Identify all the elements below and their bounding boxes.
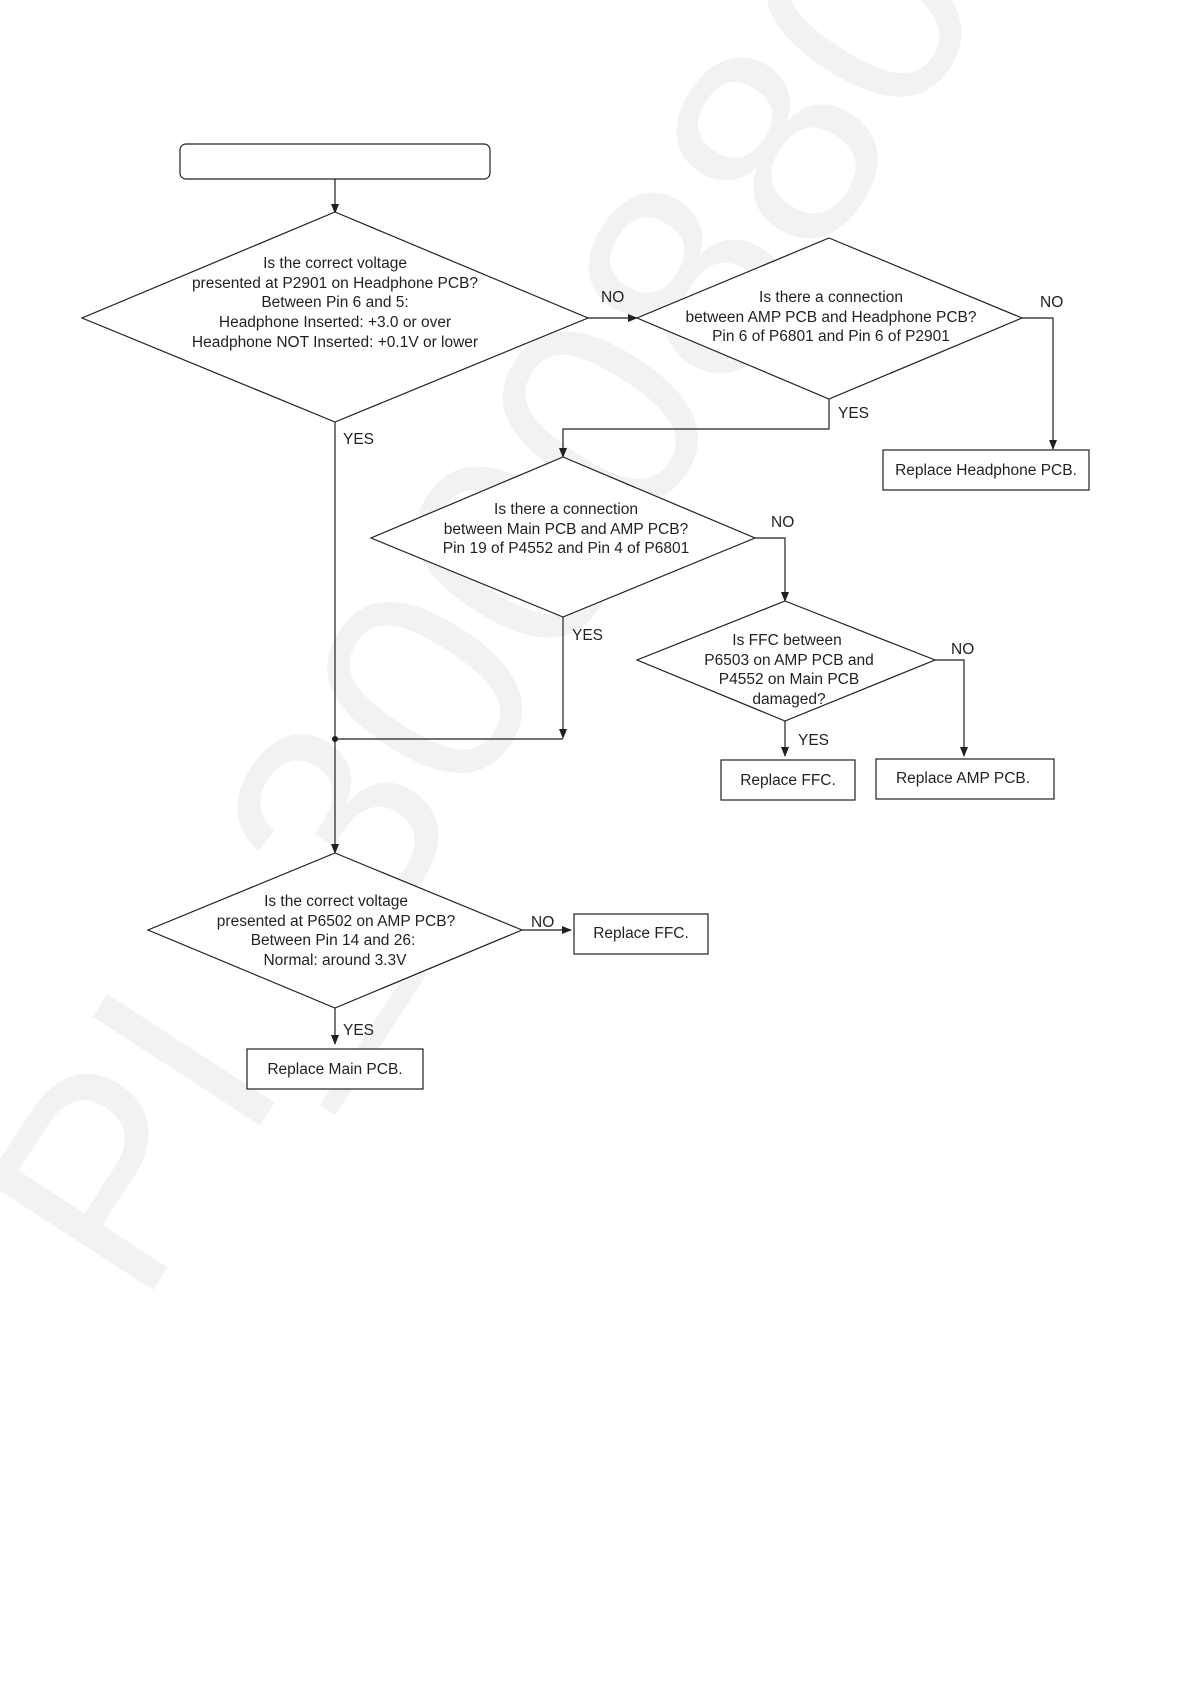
d1-line-2: presented at P2901 on Headphone PCB? — [192, 275, 478, 292]
d4-yes-label: YES — [798, 732, 829, 749]
box-replace-main-pcb: Replace Main PCB. — [246, 1048, 424, 1090]
box-replace-ffc-2: Replace FFC. — [573, 913, 709, 955]
watermark: PI_30008804 — [0, 0, 1132, 1344]
d3-line-3: Pin 19 of P4552 and Pin 4 of P6801 — [443, 540, 689, 557]
d2-no-label: NO — [1040, 294, 1063, 311]
d5-line-3: Between Pin 14 and 26: — [251, 932, 416, 949]
d1-line-3: Between Pin 6 and 5: — [261, 294, 408, 311]
d3-line-1: Is there a connection — [494, 501, 638, 518]
d1-line-1: Is the correct voltage — [263, 255, 407, 272]
decision-ffc-damaged: Is FFC between P6503 on AMP PCB and P455… — [635, 600, 937, 722]
junction-dot — [332, 736, 338, 742]
d5-line-4: Normal: around 3.3V — [263, 952, 407, 969]
d4-no-label: NO — [951, 641, 974, 658]
decision-amp-headphone-connection: Is there a connection between AMP PCB an… — [635, 237, 1024, 400]
d5-line-1: Is the correct voltage — [264, 893, 408, 910]
connectors — [331, 179, 1057, 1045]
box-replace-headphone-pcb: Replace Headphone PCB. — [882, 449, 1090, 491]
d2-line-1: Is there a connection — [759, 289, 903, 306]
d3-no-label: NO — [771, 514, 794, 531]
d1-yes-label: YES — [343, 431, 374, 448]
replace-amp-label: Replace AMP PCB. — [896, 770, 1030, 787]
replace-ffc-1-label: Replace FFC. — [740, 772, 836, 789]
replace-main-label: Replace Main PCB. — [267, 1061, 402, 1078]
d2-line-3: Pin 6 of P6801 and Pin 6 of P2901 — [712, 328, 950, 345]
decision-main-amp-connection: Is there a connection between Main PCB a… — [369, 456, 757, 618]
branch-labels: NO YES NO YES NO YES NO YES NO YES — [343, 289, 1063, 1039]
arrow-d2-no — [1022, 317, 1057, 450]
d5-yes-label: YES — [343, 1022, 374, 1039]
replace-headphone-label: Replace Headphone PCB. — [895, 462, 1077, 479]
decision-headphone-voltage: Is the correct voltage presented at P290… — [80, 211, 590, 423]
d1-no-label: NO — [601, 289, 624, 306]
d3-yes-label: YES — [572, 627, 603, 644]
arrow-d3-no — [755, 537, 789, 602]
d4-line-2: P6503 on AMP PCB and — [704, 652, 873, 669]
d2-line-2: between AMP PCB and Headphone PCB? — [686, 309, 977, 326]
d2-yes-label: YES — [838, 405, 869, 422]
box-replace-amp-pcb: Replace AMP PCB. — [875, 758, 1055, 800]
d1-line-5: Headphone NOT Inserted: +0.1V or lower — [192, 334, 478, 351]
d3-line-2: between Main PCB and AMP PCB? — [444, 521, 689, 538]
d5-no-label: NO — [531, 914, 554, 931]
arrow-d2-yes — [559, 399, 830, 458]
decision-amp-voltage: Is the correct voltage presented at P650… — [146, 852, 524, 1009]
d4-line-4: damaged? — [752, 691, 826, 708]
box-replace-ffc-1: Replace FFC. — [720, 759, 856, 801]
d4-line-3: P4552 on Main PCB — [719, 671, 859, 688]
d1-line-4: Headphone Inserted: +3.0 or over — [219, 314, 451, 331]
replace-ffc-2-label: Replace FFC. — [593, 925, 689, 942]
d5-line-2: presented at P6502 on AMP PCB? — [217, 913, 456, 930]
start-box — [179, 143, 491, 180]
arrow-d4-no — [935, 659, 968, 757]
d4-line-1: Is FFC between — [732, 632, 841, 649]
